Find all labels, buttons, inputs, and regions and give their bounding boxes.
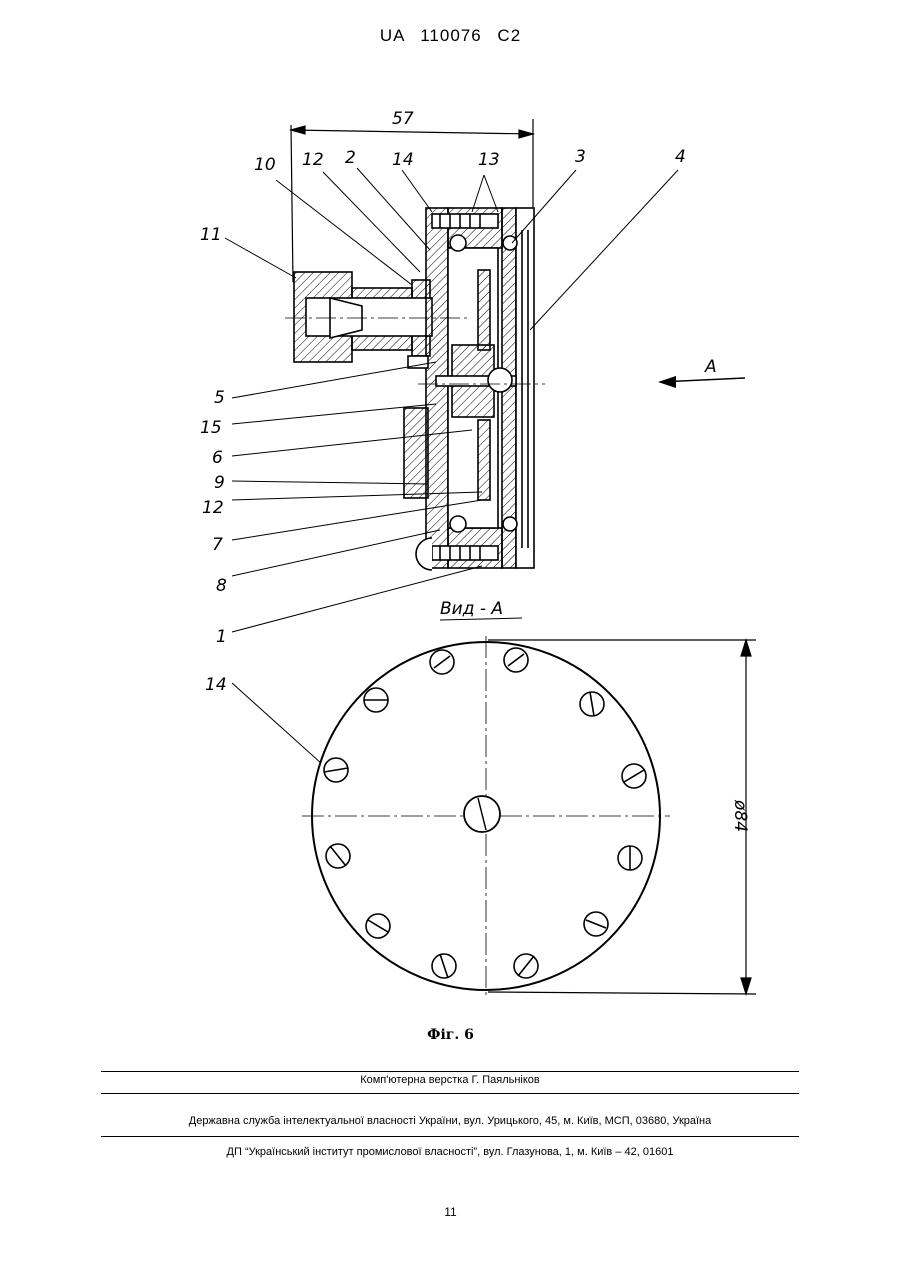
footer-rule-1: [101, 1071, 799, 1072]
callout-13: 13: [478, 150, 500, 170]
callout-10: 10: [254, 155, 276, 175]
callout-12-bottom: 12: [202, 498, 224, 518]
bolt-12: [514, 954, 538, 978]
footer-rule-3: [101, 1136, 799, 1137]
callout-8: 8: [216, 576, 227, 596]
callout-5: 5: [214, 388, 225, 408]
bolt-10: [584, 912, 608, 936]
figure-caption: Фіг. 6: [0, 1027, 901, 1043]
callout-14-view: 14: [205, 675, 227, 695]
view-a-label: Вид - А: [440, 599, 503, 619]
section-view: [294, 208, 534, 570]
callout-15: 15: [200, 418, 222, 438]
bolt-2: [504, 648, 528, 672]
view-arrow: [658, 376, 745, 388]
callout-9: 9: [214, 473, 225, 493]
callout-2: 2: [345, 148, 356, 168]
bolt-9: [366, 914, 390, 938]
footer-typesetter: Комп'ютерна верстка Г. Паяльніков: [101, 1074, 799, 1086]
callout-12-top: 12: [302, 150, 324, 170]
footer-office-address: Державна служба інтелектуальної власност…: [101, 1115, 799, 1127]
callout-14-top: 14: [392, 150, 414, 170]
callout-7: 7: [212, 535, 223, 555]
dimension-57-label: 57: [392, 109, 414, 129]
bolt-11: [432, 954, 456, 978]
bolt-8: [618, 846, 642, 870]
view-arrow-label: А: [704, 357, 717, 377]
callout-6: 6: [212, 448, 223, 468]
front-view-disc: [302, 636, 670, 998]
bolt-4: [580, 692, 604, 716]
callout-4: 4: [675, 147, 686, 167]
footer-institute-address: ДП “Український інститут промислової вла…: [101, 1146, 799, 1158]
dimension-diameter-label: ø84: [730, 799, 750, 832]
bolt-3: [364, 688, 388, 712]
callout-1: 1: [216, 627, 227, 647]
bolt-7: [326, 844, 350, 868]
page-number: 11: [0, 1205, 901, 1219]
callout-11: 11: [200, 225, 222, 245]
callout-3: 3: [575, 147, 586, 167]
bolt-1: [430, 650, 454, 674]
bolt-6: [622, 764, 646, 788]
footer-rule-2: [101, 1093, 799, 1094]
bolt-5: [324, 758, 348, 782]
